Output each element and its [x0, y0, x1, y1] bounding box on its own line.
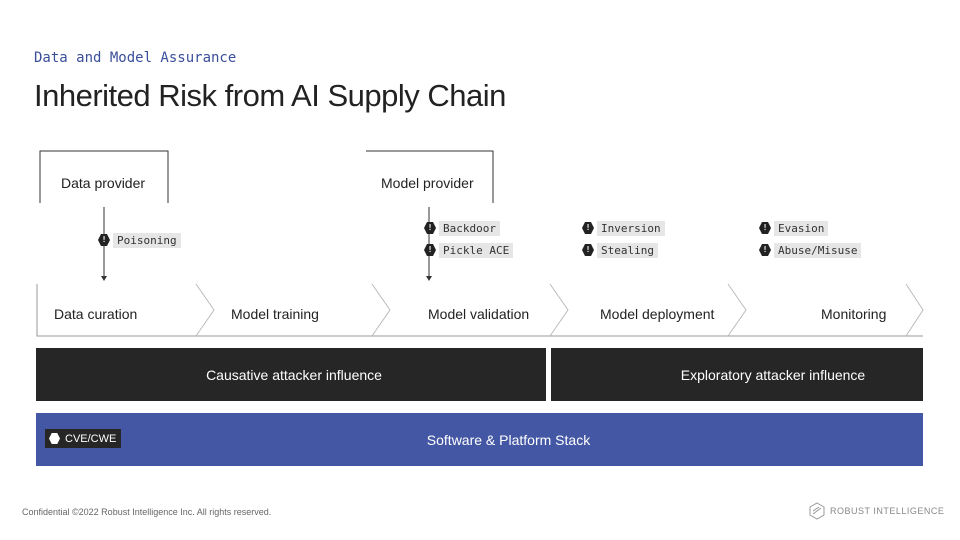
brand-logo: ROBUST INTELLIGENCE	[808, 502, 944, 520]
arrowhead-icon	[426, 276, 432, 281]
pipeline-base-line	[36, 284, 923, 337]
arrowhead-icon	[101, 276, 107, 281]
page-title: Inherited Risk from AI Supply Chain	[34, 78, 506, 113]
chevron-separators	[195, 283, 924, 337]
alert-hex-icon: !	[98, 234, 110, 246]
model-provider-box	[366, 150, 494, 203]
alert-hex-icon: !	[759, 222, 771, 234]
threat-tag-inversion: !Inversion	[582, 220, 665, 236]
stage-model-validation: Model validation	[428, 306, 530, 322]
stage-model-training: Model training	[231, 306, 319, 322]
alert-hex-icon: !	[759, 244, 771, 256]
threat-tag-stealing: !Stealing	[582, 242, 658, 258]
alert-hex-icon: !	[424, 244, 436, 256]
brand-name: ROBUST INTELLIGENCE	[830, 506, 945, 516]
exploratory-influence-bar: Exploratory attacker influence	[551, 348, 923, 401]
copyright-footer: Confidential ©2022 Robust Intelligence I…	[22, 507, 272, 517]
section-label: Data and Model Assurance	[34, 50, 237, 66]
alert-hex-icon: !	[582, 222, 594, 234]
causative-label: Causative attacker influence	[206, 366, 382, 383]
threat-tag-cve-cwe: CVE/CWE	[45, 429, 121, 448]
threat-tag-backdoor: !Backdoor	[424, 220, 500, 236]
stack-label: Software & Platform Stack	[426, 431, 591, 448]
alert-hex-icon: !	[582, 244, 594, 256]
robust-intelligence-logo-icon	[809, 502, 825, 520]
model-provider-label: Model provider	[381, 175, 474, 191]
alert-hex-icon: !	[424, 222, 436, 234]
threat-tag-abuse-misuse: !Abuse/Misuse	[759, 242, 862, 258]
threat-tag-evasion: !Evasion	[759, 220, 829, 236]
exploratory-label: Exploratory attacker influence	[680, 366, 866, 383]
stage-model-deployment: Model deployment	[600, 306, 715, 322]
stage-data-curation: Data curation	[54, 306, 138, 322]
threat-tag-poisoning: !Poisoning	[98, 232, 181, 248]
stage-monitoring: Monitoring	[821, 306, 887, 322]
threat-tag-pickle-ace: !Pickle ACE	[424, 242, 514, 258]
data-provider-label: Data provider	[61, 175, 146, 191]
data-provider-box	[39, 150, 169, 203]
causative-influence-bar: Causative attacker influence	[36, 348, 546, 401]
alert-hex-icon	[49, 433, 60, 444]
software-platform-stack-bar: Software & Platform Stack	[36, 413, 923, 466]
